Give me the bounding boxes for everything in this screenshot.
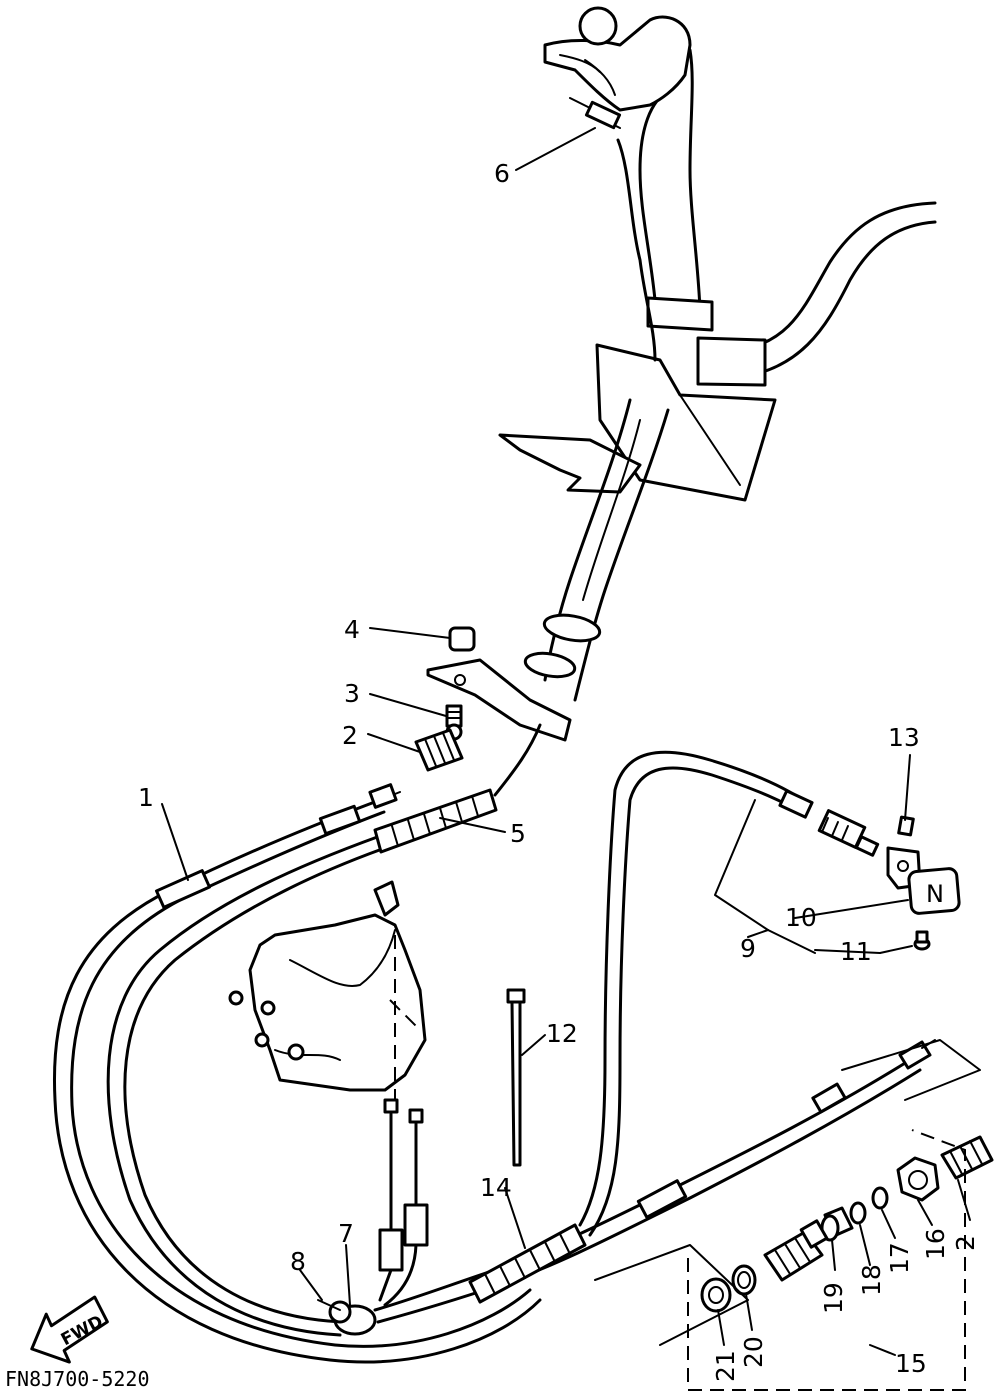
part-21-nut <box>700 1277 732 1313</box>
drawing-code: FN8J700-5220 <box>5 1367 150 1391</box>
part-16-nut <box>896 1156 940 1202</box>
callout-14: 14 <box>480 1173 512 1202</box>
callout-15: 15 <box>895 1349 927 1378</box>
part-18-washer <box>849 1201 867 1225</box>
callout-2-lower: 2 <box>951 1235 980 1251</box>
part-11-screw <box>913 930 931 951</box>
callout-16: 16 <box>921 1228 950 1260</box>
callout-2: 2 <box>342 721 358 750</box>
cable-joint-7-8 <box>317 1299 377 1336</box>
throttle-cable-upper <box>569 97 657 362</box>
callout-6: 6 <box>494 159 510 188</box>
leader-lines <box>161 127 971 1356</box>
part-20-washer <box>731 1264 757 1296</box>
callout-3: 3 <box>344 679 360 708</box>
callout-labels: 1 2 3 4 5 6 7 8 9 10 11 12 13 14 15 16 1… <box>138 159 980 1382</box>
callout-18: 18 <box>857 1264 886 1296</box>
callout-11: 11 <box>840 937 872 966</box>
part-2-boot-upper <box>414 728 464 772</box>
callout-1: 1 <box>138 783 154 812</box>
callout-19: 19 <box>819 1282 848 1314</box>
callout-20: 20 <box>739 1336 768 1368</box>
callout-10: 10 <box>785 903 817 932</box>
callout-9: 9 <box>740 934 756 963</box>
cable-14-bellows <box>468 1223 587 1304</box>
cable-5-bellows <box>373 788 498 854</box>
callout-8: 8 <box>290 1247 306 1276</box>
callout-17: 17 <box>885 1242 914 1274</box>
fwd-arrow-icon: FWD <box>30 1295 109 1364</box>
callout-5: 5 <box>510 819 526 848</box>
callout-13: 13 <box>888 723 920 752</box>
callout-21: 21 <box>711 1350 740 1382</box>
part-4-cap <box>448 626 476 652</box>
engine-block <box>228 880 429 1307</box>
neutral-badge-text: N <box>926 880 944 908</box>
part-12-cable-tie <box>506 988 526 1167</box>
part-adapter-bolt <box>763 1219 829 1282</box>
part-19-bushing <box>820 1206 854 1242</box>
handlebar-assembly <box>426 6 937 742</box>
part-10-neutral-badge: N <box>907 867 961 915</box>
part-17-washer <box>871 1186 889 1210</box>
callout-12: 12 <box>546 1019 578 1048</box>
control-cables <box>52 723 936 1364</box>
callout-4: 4 <box>344 615 360 644</box>
callout-7: 7 <box>338 1219 354 1248</box>
